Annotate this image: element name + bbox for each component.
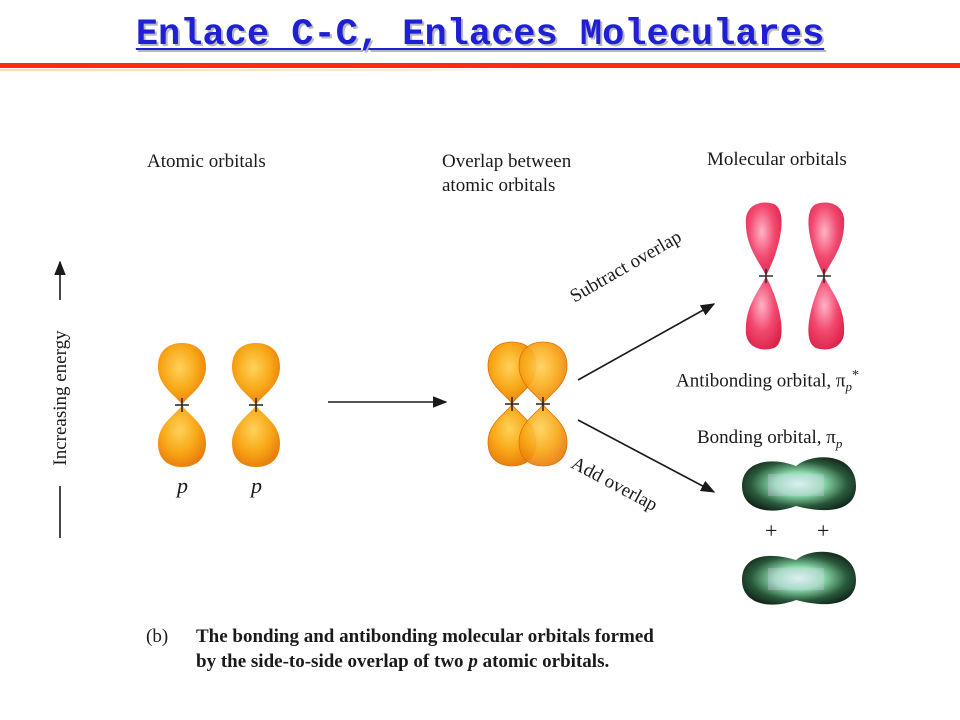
caption-line-2: by the side-to-side overlap of two p ato…: [196, 649, 756, 674]
bonding-nucleus-plus-left: +: [765, 518, 778, 543]
antibonding-orbital: [745, 202, 845, 350]
atomic-p-orbital-right: [232, 343, 280, 467]
caption-line-2-start: by the side-to-side overlap of two: [196, 651, 469, 672]
overlap-label-line2: atomic orbitals: [442, 175, 556, 196]
caption-line-1: The bonding and antibonding molecular or…: [196, 626, 654, 647]
atomic-orbitals-label: Atomic orbitals: [147, 151, 266, 172]
bonding-orbital: [742, 457, 856, 605]
antibonding-label-superscript: *: [852, 368, 859, 383]
title-divider: [0, 63, 960, 68]
caption-line-2-end: atomic orbitals.: [477, 651, 610, 672]
add-overlap-arrow: [577, 419, 716, 493]
title-divider-shadow: [0, 69, 560, 71]
bonding-nucleus-plus-right: +: [817, 518, 830, 543]
antibonding-orbital-label: Antibonding orbital, πp*: [676, 364, 859, 399]
subtract-overlap-arrow: [577, 303, 716, 381]
p-label-right: p: [251, 473, 262, 498]
antibonding-label-text: Antibonding orbital, π: [676, 370, 846, 392]
p-label-left: p: [177, 473, 188, 498]
bonding-orbital-label: Bonding orbital, πp: [697, 426, 842, 456]
atomic-p-orbital-left: [158, 343, 206, 467]
molecular-orbitals-label: Molecular orbitals: [707, 149, 847, 170]
overlapping-orbitals: [487, 341, 568, 467]
bonding-label-subscript: p: [835, 435, 843, 451]
slide-title: Enlace C-C, Enlaces Moleculares: [135, 14, 825, 56]
increasing-energy-label: Increasing energy: [50, 330, 71, 466]
figure-caption: The bonding and antibonding molecular or…: [196, 624, 756, 674]
caption-tag: (b): [146, 626, 169, 647]
overlap-label-line1: Overlap between: [442, 151, 572, 172]
antibonding-label-subscript: p: [845, 379, 853, 395]
energy-axis: [48, 260, 72, 538]
bonding-label-text: Bonding orbital, π: [697, 427, 836, 448]
caption-line-2-italic: p: [468, 651, 478, 672]
